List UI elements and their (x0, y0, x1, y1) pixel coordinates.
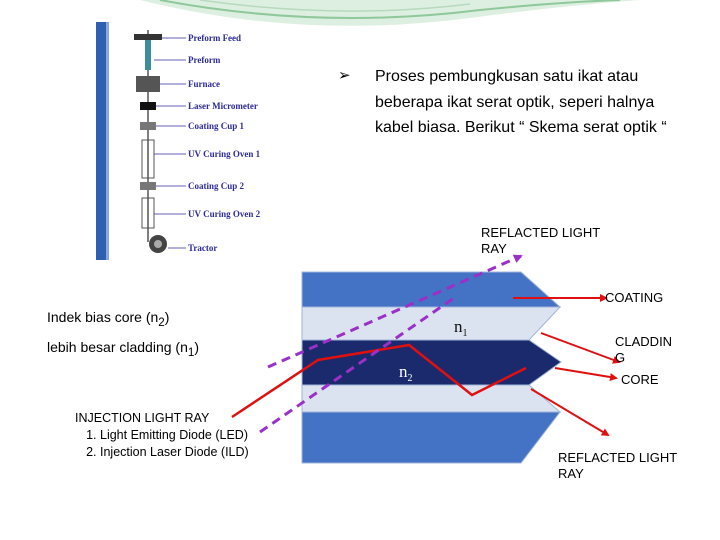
tower-label-tractor: Tractor (188, 243, 218, 253)
injection-light-ray-list: INJECTION LIGHT RAY Light Emitting Diode… (75, 410, 249, 461)
reflacted-bottom-arrow (530, 388, 610, 437)
list-item: Light Emitting Diode (LED) (100, 427, 249, 444)
coating-label: COATING (605, 290, 664, 305)
coating-top-layer (301, 271, 562, 308)
index-note-line1: Indek bias core (n2) (47, 309, 170, 329)
index-note-line2: lebih besar cladding (n1) (47, 338, 200, 359)
tower-label-preform: Preform (188, 55, 221, 65)
refractive-index-note: Indek bias core (n2) lebih besar claddin… (47, 305, 199, 365)
reflacted-light-top-label-line1: REFLACTED LIGHT (481, 225, 601, 240)
n1-label: n1 (454, 317, 468, 339)
tower-label-coating-cup-2: Coating Cup 2 (188, 181, 245, 191)
coating-bottom-layer (301, 411, 562, 464)
reflacted-light-top-label-line2: RAY (481, 241, 507, 256)
cladding-label-line2: G (615, 350, 626, 365)
list-item: Injection Laser Diode (ILD) (100, 444, 249, 461)
injection-dashed-ray (259, 296, 455, 434)
tower-label-uv-curing-oven-2: UV Curing Oven 2 (188, 209, 261, 219)
reflacted-ray-upper (267, 254, 523, 369)
fiber-layers (301, 271, 562, 464)
injection-ray-path (231, 343, 527, 419)
tower-label-furnace: Furnace (188, 79, 220, 89)
injection-title: INJECTION LIGHT RAY (75, 411, 210, 425)
tower-label-laser-micrometer: Laser Micrometer (188, 101, 258, 111)
cladding-pointer-arrow (540, 332, 621, 364)
bullet-arrow-icon: ➢ (338, 67, 351, 84)
decorative-swoosh (140, 0, 640, 26)
reflacted-light-bottom-label-line1: REFLACTED LIGHT (558, 450, 678, 465)
tower-diagram (96, 22, 186, 260)
tower-label-coating-cup-1: Coating Cup 1 (188, 121, 245, 131)
tower-label-uv-curing-oven-1: UV Curing Oven 1 (188, 149, 261, 159)
injection-sources-list: Light Emitting Diode (LED) Injection Las… (75, 427, 249, 461)
cladding-bottom-layer (301, 384, 562, 413)
reflacted-light-bottom-label-line2: RAY (558, 466, 584, 481)
n2-label: n2 (399, 362, 413, 384)
tower-label-preform-feed: Preform Feed (188, 33, 242, 43)
cladding-label-line1: CLADDIN (615, 334, 673, 349)
core-pointer-arrow (554, 367, 618, 381)
bullet-paragraph: Proses pembungkusan satu ikat atau beber… (375, 68, 667, 136)
core-label: CORE (621, 372, 659, 387)
fiber-drawing-tower-figure: Preform Feed Preform Furnace Laser Micro… (96, 22, 288, 260)
